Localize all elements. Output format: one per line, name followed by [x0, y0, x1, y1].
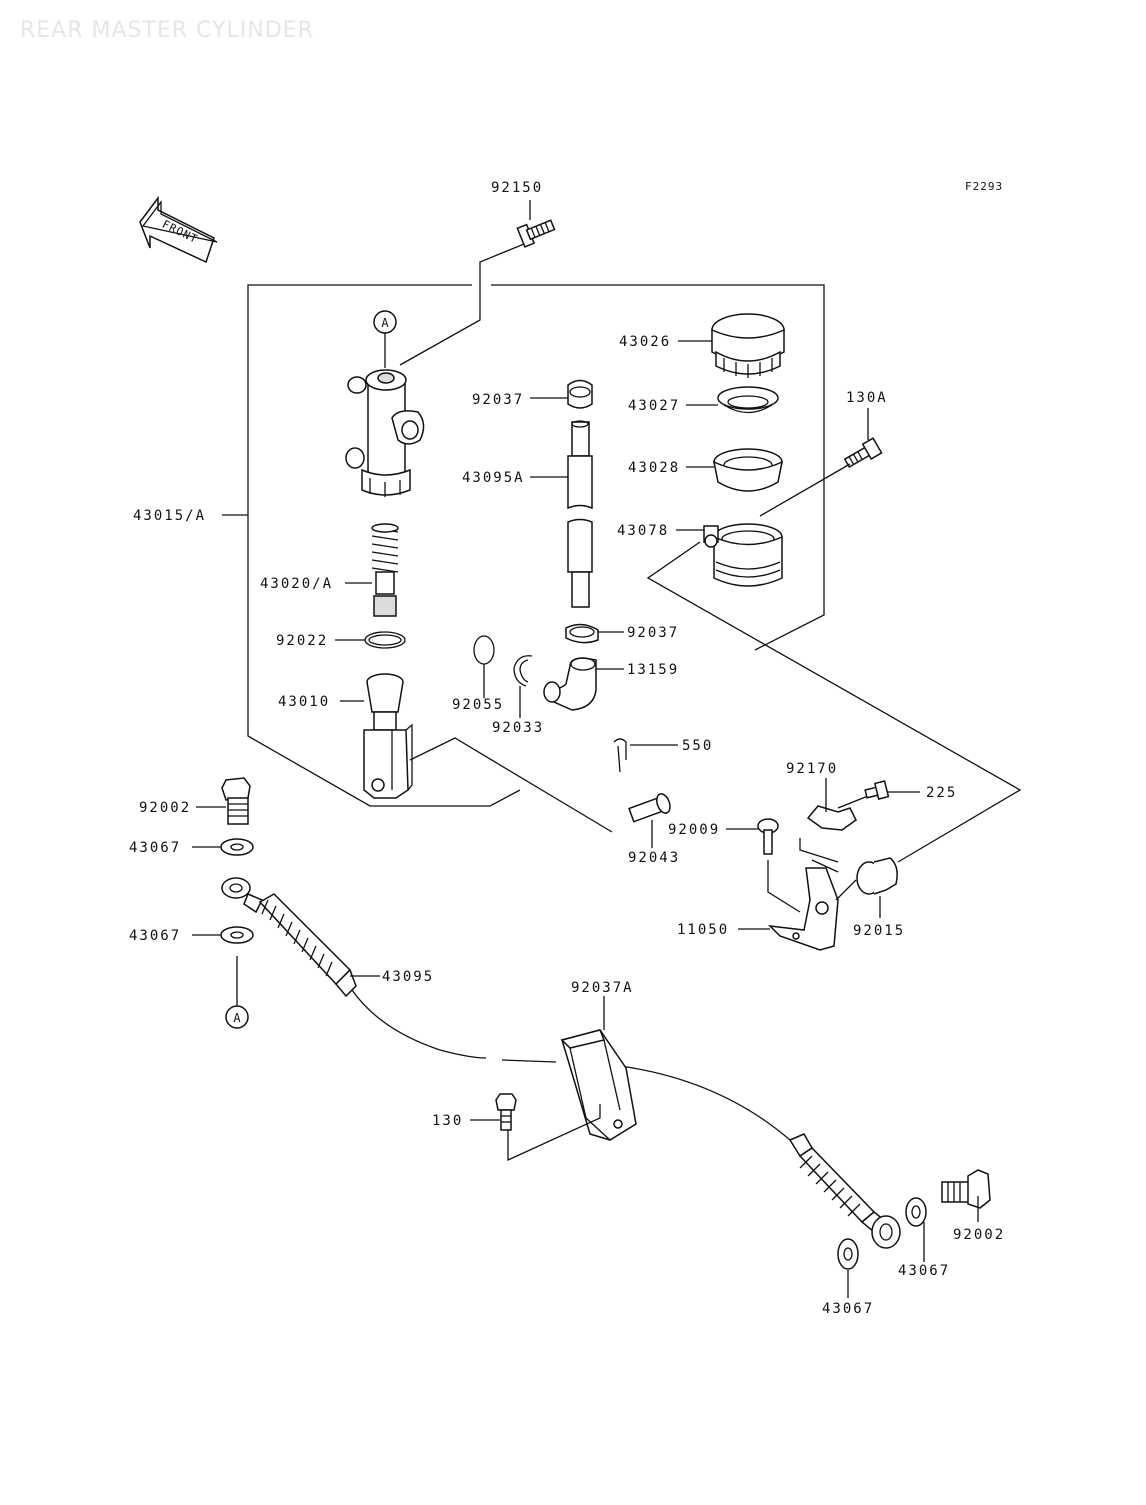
- label-92037-lower: 92037: [627, 625, 679, 641]
- brake-hose-43095: [221, 877, 791, 1141]
- washer-43067-1: [192, 838, 254, 856]
- label-225: 225: [926, 785, 957, 801]
- label-92150: 92150: [491, 180, 543, 196]
- label-11050: 11050: [677, 922, 729, 938]
- clevis-pin-92043: [628, 793, 671, 848]
- washer-43067-4: [905, 1197, 927, 1262]
- snap-ring-92033: [513, 655, 533, 718]
- label-43095: 43095: [382, 969, 434, 985]
- label-43067-2: 43067: [129, 928, 181, 944]
- label-130a: 130A: [846, 390, 888, 406]
- label-92043: 92043: [628, 850, 680, 866]
- elbow-fitting-13159: [543, 657, 624, 711]
- grommet-92015: [835, 857, 898, 918]
- label-13159: 13159: [627, 662, 679, 678]
- label-43020a: 43020/A: [260, 576, 333, 592]
- label-43027: 43027: [628, 398, 680, 414]
- label-92170: 92170: [786, 761, 838, 777]
- bracket-11050: [738, 838, 839, 951]
- label-43010: 43010: [278, 694, 330, 710]
- label-92002-right: 92002: [953, 1227, 1005, 1243]
- label-92037a: 92037A: [571, 980, 634, 996]
- diaphragm-43028: [686, 448, 784, 492]
- label-43067-4: 43067: [822, 1301, 874, 1317]
- washer-43067-3: [837, 1238, 859, 1298]
- clamp-92170: [806, 778, 869, 831]
- screw-225: [864, 780, 920, 800]
- svg-text:A: A: [233, 1011, 241, 1025]
- label-43028: 43028: [628, 460, 680, 476]
- reference-marker-a-bottom: A: [225, 1005, 249, 1029]
- bolt-92150: [399, 200, 556, 366]
- push-rod-43010: [340, 673, 613, 833]
- label-43015a: 43015/A: [133, 508, 206, 524]
- label-43067-3: 43067: [898, 1263, 950, 1279]
- front-arrow-icon: FRONT: [139, 195, 218, 264]
- part-labels: 92150 43026 92037 43027 130A 43095A 4302…: [129, 180, 1005, 1317]
- bolt-130a: [759, 408, 883, 517]
- brake-hose-lower-end: [788, 1133, 901, 1249]
- spring-piston-assembly: [345, 523, 399, 617]
- label-43026: 43026: [619, 334, 671, 350]
- reservoir-hose-43095a: [530, 420, 593, 608]
- label-92002-left: 92002: [139, 800, 191, 816]
- page-title: REAR MASTER CYLINDER: [20, 18, 314, 43]
- label-92037-upper: 92037: [472, 392, 524, 408]
- hose-clamp-92037-lower: [565, 623, 624, 644]
- label-92009: 92009: [668, 822, 720, 838]
- banjo-bolt-92002-right: [941, 1169, 991, 1222]
- screw-92009: [726, 818, 801, 913]
- reference-marker-a-top: A: [373, 310, 397, 368]
- o-ring-92055: [473, 635, 495, 698]
- banjo-bolt-92002-left: [196, 777, 251, 825]
- label-550: 550: [682, 738, 713, 754]
- reservoir-43078: [646, 523, 1022, 863]
- label-92022: 92022: [276, 633, 328, 649]
- hose-guide-92037a: [507, 996, 637, 1162]
- washer-43067-2: [192, 926, 254, 1006]
- figure-code: F2293: [965, 180, 1003, 193]
- diaphragm-plate-43027: [686, 386, 779, 414]
- label-92033: 92033: [492, 720, 544, 736]
- cotter-pin-550: [613, 738, 678, 773]
- assembly-frame: [222, 284, 825, 807]
- label-43095a: 43095A: [462, 470, 525, 486]
- label-92055: 92055: [452, 697, 504, 713]
- master-cylinder-body: [345, 369, 425, 497]
- label-43078: 43078: [617, 523, 669, 539]
- reservoir-cap-43026: [678, 313, 785, 378]
- label-130: 130: [432, 1113, 463, 1129]
- svg-text:A: A: [381, 316, 389, 330]
- bolt-130: [470, 1093, 517, 1131]
- label-43067-1: 43067: [129, 840, 181, 856]
- label-92015: 92015: [853, 923, 905, 939]
- circlip-92022: [335, 631, 406, 649]
- hose-clamp-92037-upper: [530, 379, 593, 409]
